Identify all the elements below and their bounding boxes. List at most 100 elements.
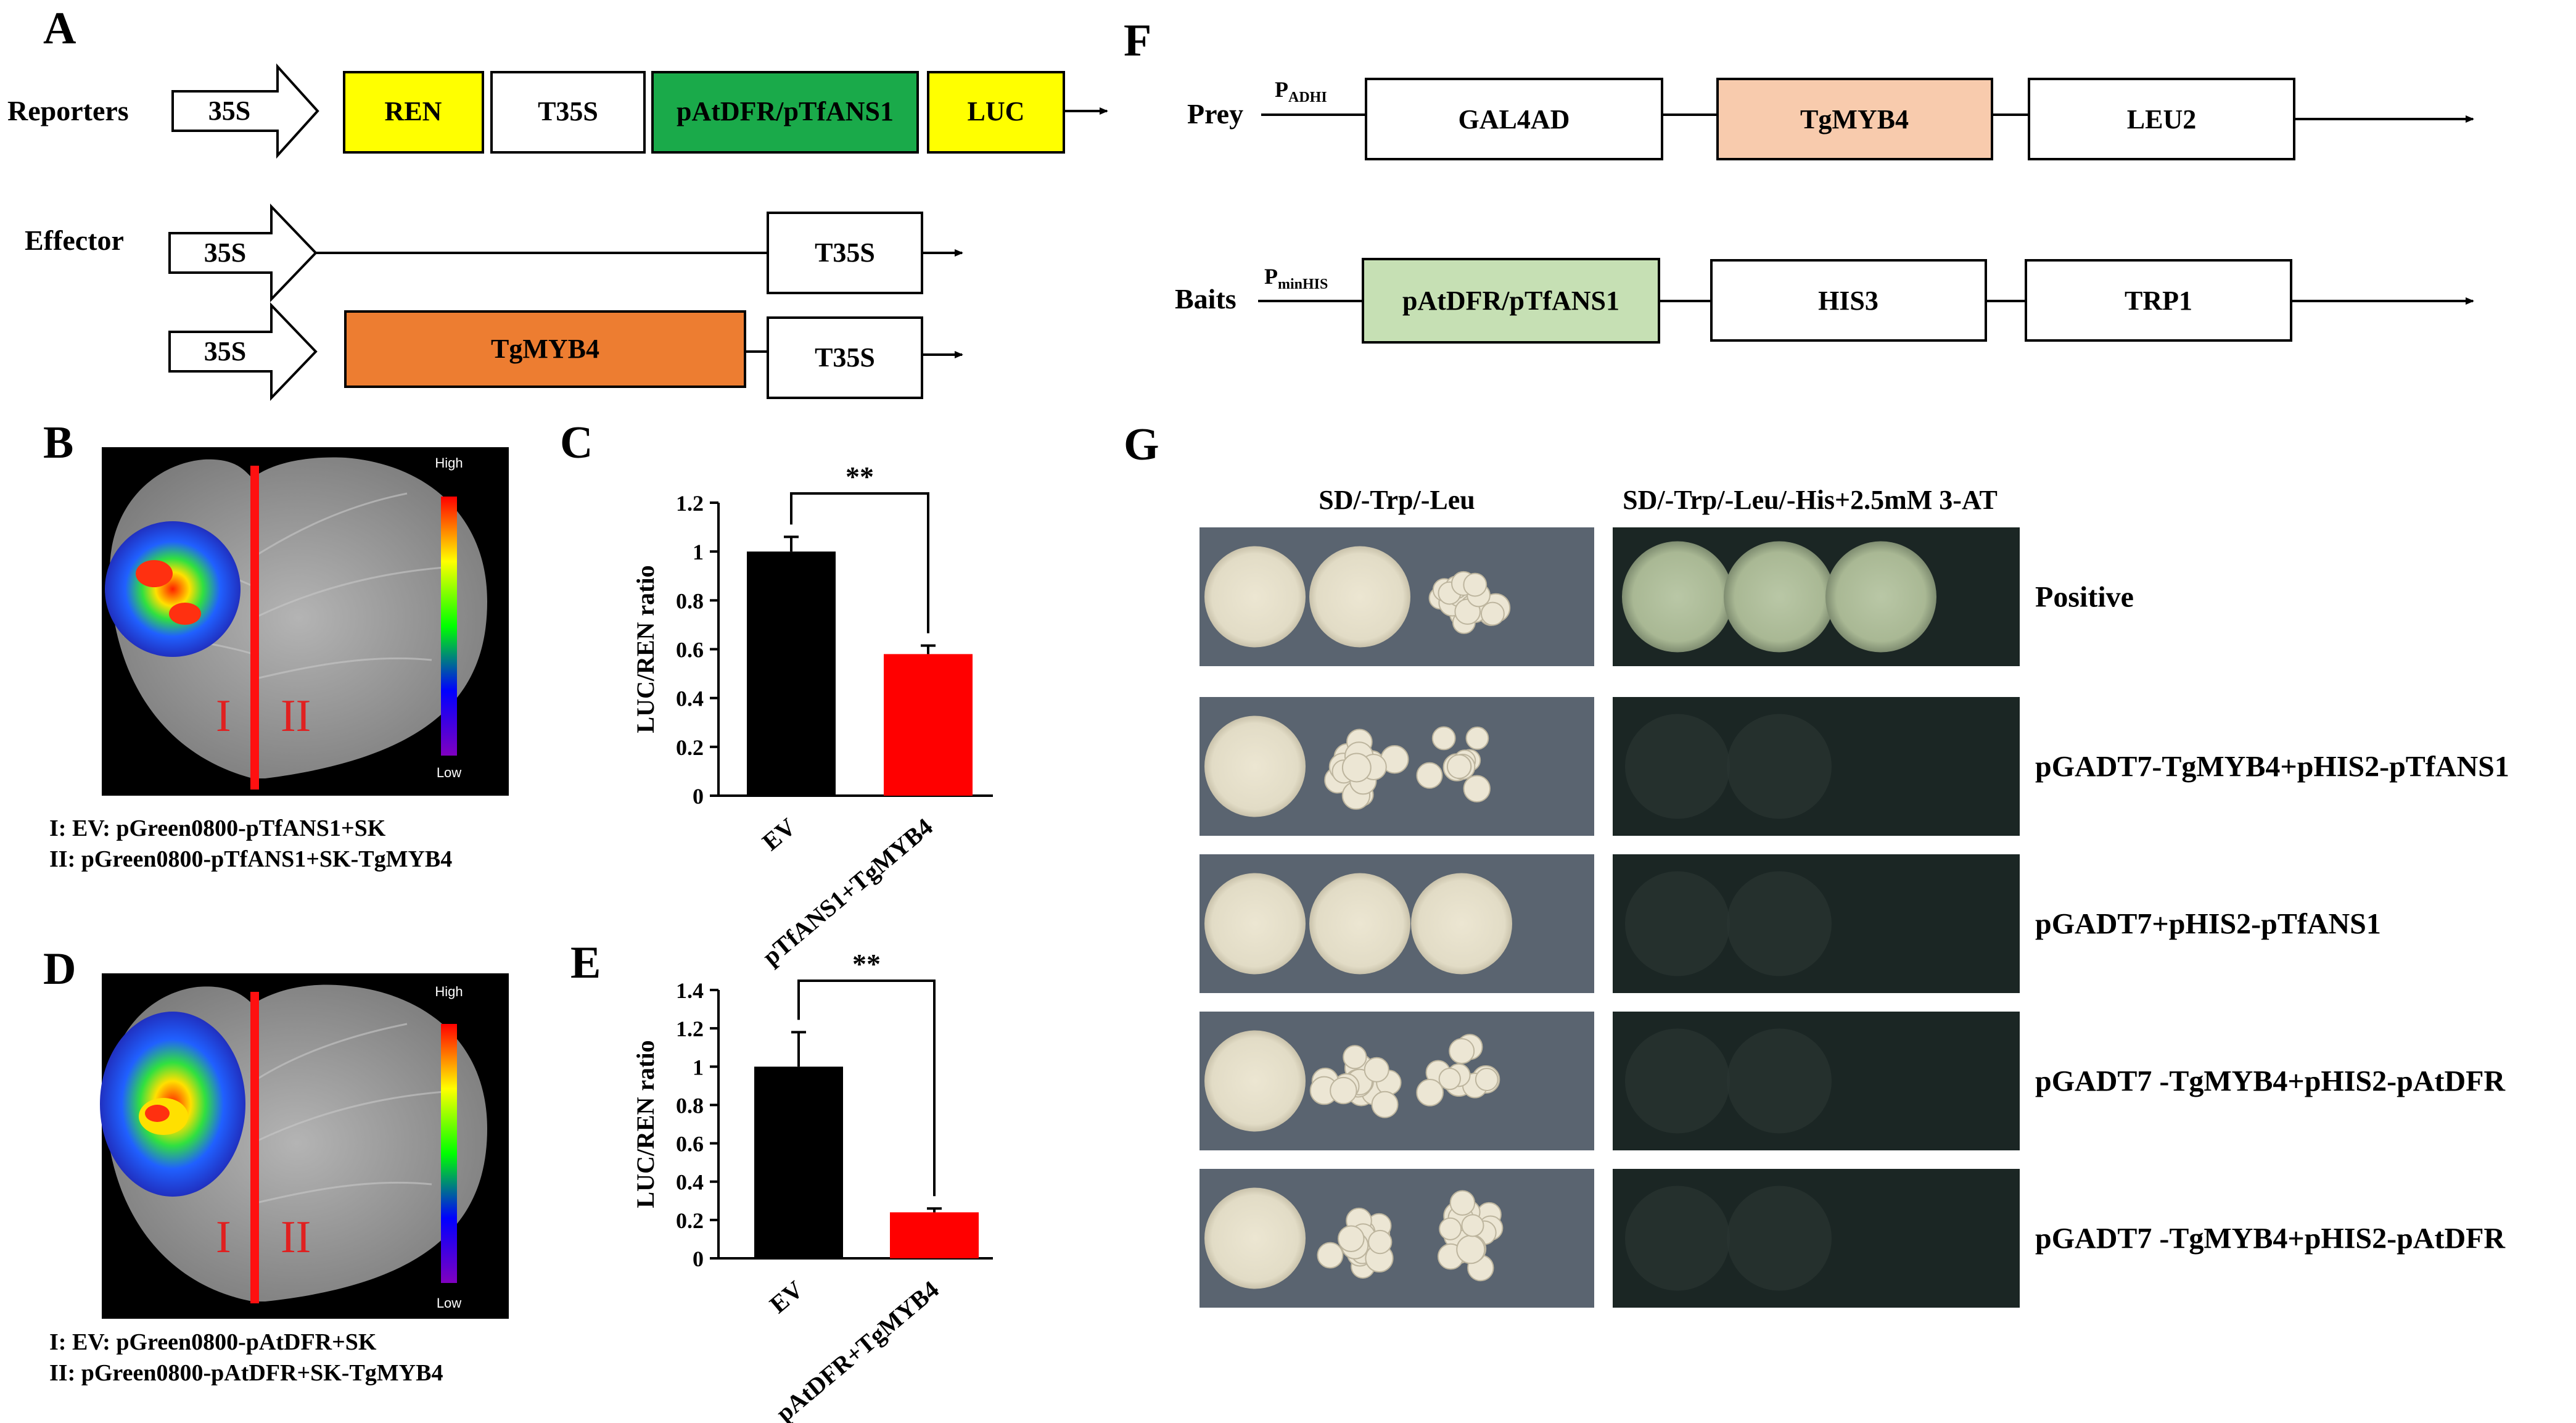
leaf-d-side-ii: II (281, 1212, 311, 1263)
panel-label-g: G (1124, 419, 1159, 470)
panel-label-c: C (560, 418, 593, 468)
t35s-label-reporter: T35S (538, 96, 598, 126)
yeast-colony-sd-4-2 (1456, 1235, 1486, 1264)
leu2-label: LEU2 (2127, 104, 2196, 134)
panel-label-d: D (43, 944, 76, 994)
yeast-colony-sd-3-1 (1364, 1057, 1389, 1083)
t35s-box-reporter: T35S (490, 71, 646, 154)
his3-box: HIS3 (1710, 259, 1987, 342)
yeast-row-label-1: pGADT7-TgMYB4+pHIS2-pTfANS1 (2035, 751, 2509, 783)
chart-c-ytick-label: 1 (693, 540, 704, 564)
scale-d-high: High (435, 984, 463, 999)
yeast-colony-sd-3-2 (1438, 1067, 1461, 1091)
yeast-row-label-4: pGADT7 -TgMYB4+pHIS2-pAtDFR (2035, 1223, 2506, 1255)
chart-c-bar-1 (884, 654, 973, 796)
yeast-colony-sd-3-1 (1343, 1045, 1367, 1070)
chart-e-ylabel: LUC/REN ratio (632, 1040, 659, 1208)
chart-c-ytick-label: 0.4 (676, 687, 704, 711)
scale-b-low: Low (437, 765, 461, 780)
chart-e-category-0: EV (764, 1275, 809, 1318)
effector-empty-promoter-label: 35S (204, 237, 246, 268)
bait-promoter-box: pAtDFR/pTfANS1 (1362, 258, 1660, 344)
effector-myb-construct: 35S TgMYB4 T35S (168, 302, 963, 401)
yeast-spot-sel-0-2 (1825, 541, 1936, 653)
color-scale-d (441, 1024, 457, 1283)
yeast-row-label-2: pGADT7+pHIS2-pTfANS1 (2035, 908, 2381, 941)
yeast-spot-sel-0-1 (1724, 541, 1835, 653)
yeast-spot-sel-3-1 (1727, 1028, 1832, 1134)
yeast-colony-sd-4-1 (1317, 1242, 1344, 1269)
chart-e-ytick-label: 1 (693, 1055, 704, 1079)
leaf-image-b: I II High Low (102, 447, 509, 796)
yeast-spot-sel-4-0 (1625, 1186, 1730, 1291)
chart-e-bar-1 (890, 1212, 979, 1258)
legend-d-ii: II: pGreen0800-pAtDFR+SK-TgMYB4 (49, 1360, 443, 1386)
chart-e-ytick-label: 0.2 (676, 1208, 704, 1233)
yeast-colony-sd-4-1 (1368, 1229, 1393, 1255)
chart-e-significance-bracket (797, 980, 936, 1197)
p-his-label: PminHIS (1264, 264, 1328, 292)
yeast-colony-sd-3-1 (1330, 1076, 1357, 1105)
trp1-label: TRP1 (2125, 286, 2192, 316)
effector-empty-t35s-label: T35S (815, 237, 875, 268)
g-col2-header: SD/-Trp/-Leu/-His+2.5mM 3-AT (1623, 485, 1998, 515)
yeast-colony-sd-4-2 (1461, 1214, 1484, 1237)
chart-c-category-0: EV (757, 812, 801, 856)
yeast-spot-sel-0-0 (1622, 541, 1733, 653)
chart-e-bar-0 (754, 1066, 843, 1258)
chart-e-ytick-label: 0 (693, 1247, 704, 1271)
tgmyb4-prey-box: TgMYB4 (1716, 78, 1993, 160)
g-col1-header: SD/-Trp/-Leu (1319, 485, 1475, 515)
yeast-spot-sd-0-0 (1204, 546, 1306, 648)
yeast-spot-sd-0-1 (1309, 546, 1410, 648)
leaf-d-side-i: I (216, 1212, 231, 1263)
effector-myb-t35s-label: T35S (815, 342, 875, 373)
legend-b-i: I: EV: pGreen0800-pTfANS1+SK (49, 815, 386, 841)
leaf-b-side-ii: II (281, 691, 311, 741)
promoter-dfr-ans-box: pAtDFR/pTfANS1 (651, 71, 919, 154)
gal4ad-box: GAL4AD (1365, 78, 1663, 160)
yeast-colony-sd-4-2 (1439, 1217, 1462, 1240)
yeast-spot-sd-3-0 (1204, 1030, 1306, 1132)
p-adh-label: PADHI (1275, 77, 1327, 105)
luc-label: LUC (968, 96, 1025, 126)
yeast-colony-sd-1-2 (1463, 775, 1491, 802)
chart-c-ytick-label: 0.8 (676, 588, 704, 613)
panel-label-e: E (570, 938, 601, 988)
his3-label: HIS3 (1818, 286, 1879, 316)
yeast-colony-sd-3-2 (1416, 1079, 1444, 1107)
yeast-colony-sd-0-2 (1480, 601, 1505, 626)
reporters-label: Reporters (7, 95, 129, 126)
yeast-spot-sel-3-0 (1625, 1028, 1730, 1134)
panel-label-b: B (43, 418, 73, 468)
chart-c-bar-0 (747, 551, 836, 796)
chart-e-ytick-label: 0.8 (676, 1093, 704, 1118)
color-scale-b (441, 497, 457, 756)
chart-e-ytick-label: 0.4 (676, 1170, 704, 1195)
yeast-spot-sd-1-0 (1204, 716, 1306, 817)
yeast-spot-sel-4-1 (1727, 1186, 1832, 1291)
yeast-spot-sel-2-1 (1727, 871, 1832, 976)
tgmyb4-effector-label: TgMYB4 (491, 334, 599, 364)
yeast-spot-sel-2-0 (1625, 871, 1730, 976)
chart-c-ytick-label: 0.6 (676, 638, 704, 662)
leu2-box: LEU2 (2028, 78, 2295, 160)
leaf-image-d: I II High Low (100, 973, 509, 1319)
chart-e-ytick-label: 1.4 (676, 978, 704, 1003)
scale-b-high: High (435, 455, 463, 471)
yeast-row-label-0: Positive (2035, 581, 2134, 614)
yeast-colony-sd-4-2 (1449, 1190, 1476, 1216)
effector-myb-promoter-label: 35S (204, 336, 246, 366)
gal4ad-label: GAL4AD (1459, 104, 1570, 134)
yeast-colony-sd-3-2 (1475, 1068, 1499, 1091)
chart-c-ytick-label: 0.2 (676, 735, 704, 760)
chart-c-ytick-label: 1.2 (676, 491, 704, 516)
ren-label: REN (385, 96, 442, 126)
yeast-colony-sd-1-2 (1431, 726, 1456, 751)
leaf-b-side-i: I (216, 691, 231, 741)
trp1-box: TRP1 (2025, 259, 2292, 342)
effector-empty-construct: 35S T35S (168, 204, 963, 302)
prey-label: Prey (1187, 98, 1243, 130)
yeast-spot-sd-2-0 (1204, 873, 1306, 975)
bait-promoter-label: pAtDFR/pTfANS1 (1402, 286, 1619, 316)
